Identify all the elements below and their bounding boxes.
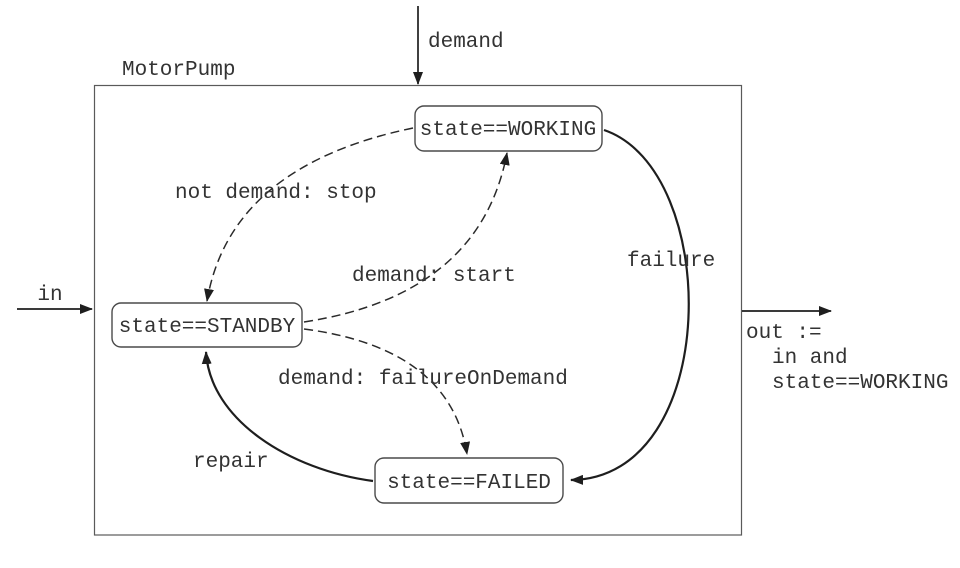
state-standby-box — [111, 302, 303, 348]
transition-repair-label: repair — [193, 451, 269, 474]
state-working-box — [414, 105, 603, 152]
state-working-node: state==WORKING — [414, 105, 603, 152]
transition-failure-label: failure — [627, 250, 715, 273]
transition-stop-path — [204, 127, 414, 302]
state-failed-node: state==FAILED — [374, 457, 564, 504]
transition-start-label: demand: start — [352, 265, 516, 288]
out-output-label-line1: out := — [746, 322, 822, 345]
in-input-label: in — [37, 284, 62, 307]
state-standby-node: state==STANDBY — [111, 302, 303, 348]
transition-failure-on-demand-path — [303, 328, 471, 455]
component-title: MotorPump — [122, 59, 235, 82]
state-working-label: state==WORKING — [420, 119, 596, 142]
transition-failure-on-demand-label: demand: failureOnDemand — [278, 368, 568, 391]
transition-failure-path — [570, 128, 690, 485]
transition-repair-path — [201, 351, 374, 483]
out-output-label-line3: state==WORKING — [772, 372, 948, 395]
demand-input-label: demand — [428, 31, 504, 54]
transition-stop-label: not demand: stop — [175, 182, 377, 205]
out-output-label-line2: in and — [772, 347, 848, 370]
state-failed-box — [374, 457, 564, 504]
state-failed-label: state==FAILED — [387, 472, 551, 495]
transition-start-path — [303, 152, 510, 323]
component-boundary-box — [93, 84, 743, 536]
state-standby-label: state==STANDBY — [119, 316, 296, 339]
